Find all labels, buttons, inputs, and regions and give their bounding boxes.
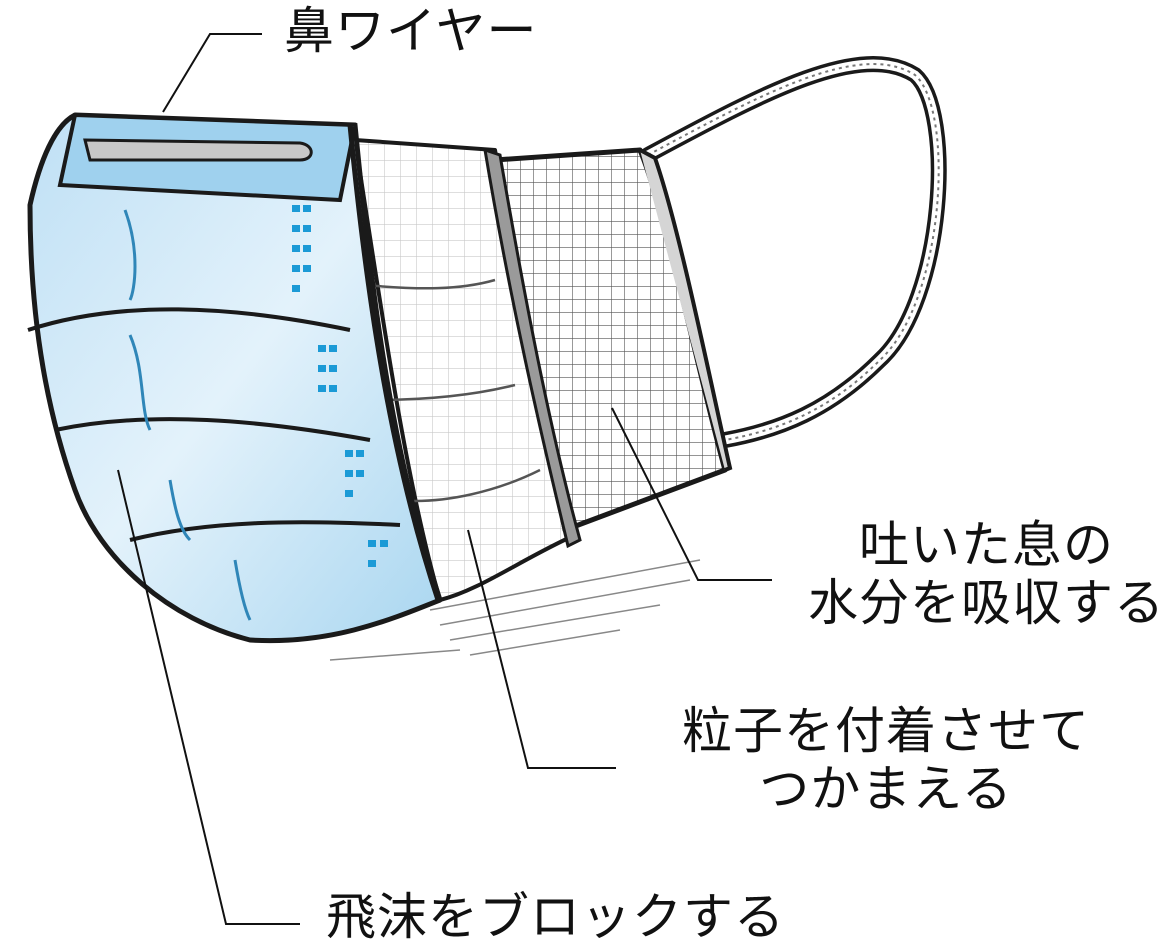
- leader-middle-layer: [467, 529, 616, 769]
- leader-lines: [117, 33, 772, 925]
- middle-layer-line-1: 粒子を付着させて: [682, 702, 1090, 760]
- nose-wire-label: 鼻ワイヤー: [284, 2, 538, 60]
- leader-inner-layer: [611, 407, 772, 581]
- middle-layer-line-2: つかまえる: [759, 760, 1013, 818]
- leader-outer-layer: [117, 469, 300, 925]
- shadow-hatching: [329, 559, 701, 661]
- inner-layer-line-2: 水分を吸収する: [808, 574, 1165, 632]
- middle-layer-label: 粒子を付着させて つかまえる: [682, 702, 1090, 818]
- inner-layer-line-1: 吐いた息の: [859, 516, 1114, 574]
- inner-layer-label: 吐いた息の 水分を吸収する: [808, 516, 1165, 632]
- leader-nose-wire: [162, 33, 262, 113]
- outer-layer-label: 飛沫をブロックする: [326, 888, 785, 946]
- nose-wire-text: 鼻ワイヤー: [284, 2, 538, 60]
- blue-stitches: [292, 205, 388, 567]
- outer-layer-text: 飛沫をブロックする: [326, 888, 785, 946]
